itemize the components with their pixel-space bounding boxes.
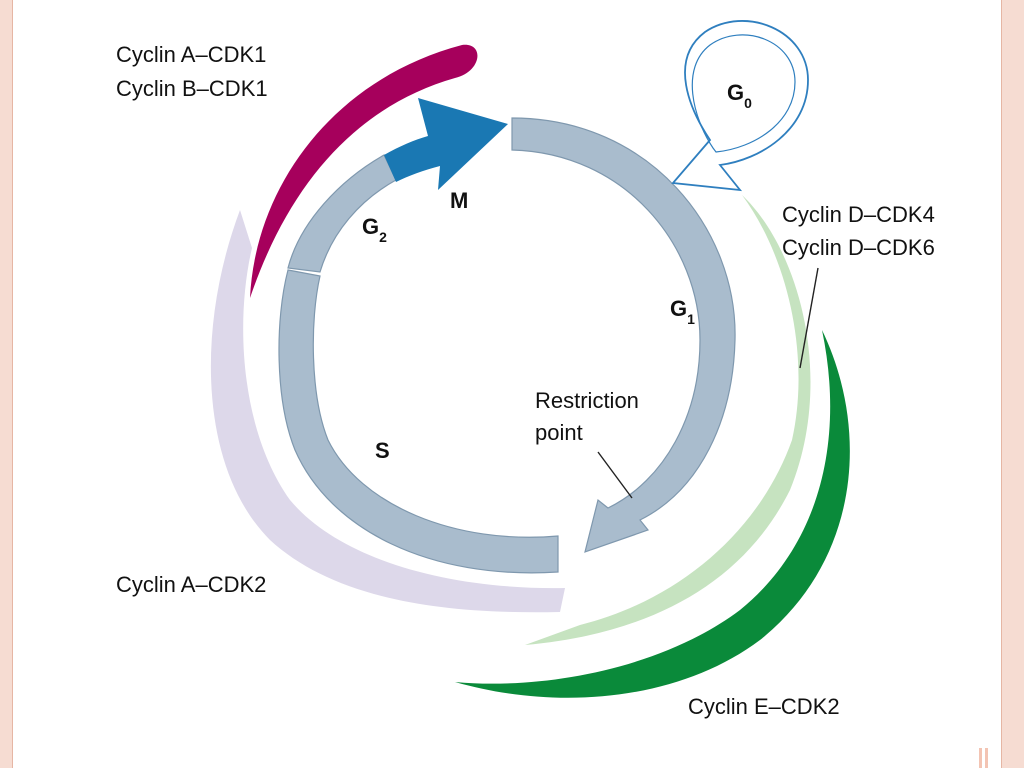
- g0-loop-inner: [691, 34, 796, 153]
- cyclin-b-cdk1-label: Cyclin B–CDK1: [116, 76, 268, 101]
- slide-frame-left: [0, 0, 13, 768]
- cyclin-d-cdk4-label: Cyclin D–CDK4: [782, 202, 935, 227]
- restriction-point-label-line2: point: [535, 420, 583, 445]
- m-phase-arrow: [384, 98, 508, 190]
- slide-frame-right: [1001, 0, 1024, 768]
- cyclin-a-cdk2-band: [210, 210, 565, 613]
- g0-loop: [671, 20, 809, 192]
- cyclin-e-cdk2-label: Cyclin E–CDK2: [688, 694, 840, 719]
- s-phase-segment: [278, 269, 559, 574]
- cyclin-e-cdk2-band: [455, 330, 850, 698]
- phase-label-m: M: [450, 188, 468, 213]
- cyclin-d-cdk6-label: Cyclin D–CDK6: [782, 235, 935, 260]
- cyclin-a-cdk1-label: Cyclin A–CDK1: [116, 42, 266, 67]
- phase-label-s: S: [375, 438, 390, 463]
- phase-label-g1: G1: [670, 296, 695, 327]
- slide-decoration-marks: [979, 748, 993, 768]
- cyclin-d-pointer: [799, 267, 819, 369]
- phase-label-g2: G2: [362, 214, 387, 245]
- cyclin-d-band: [525, 195, 811, 645]
- restriction-point-pointer: [597, 451, 633, 499]
- cell-cycle-ring: [511, 117, 736, 553]
- cyclin-a-cdk2-label: Cyclin A–CDK2: [116, 572, 266, 597]
- cyclin-ab-cdk1-band: [250, 44, 478, 298]
- restriction-point-label-line1: Restriction: [535, 388, 639, 413]
- phase-label-g0: G0: [727, 80, 752, 111]
